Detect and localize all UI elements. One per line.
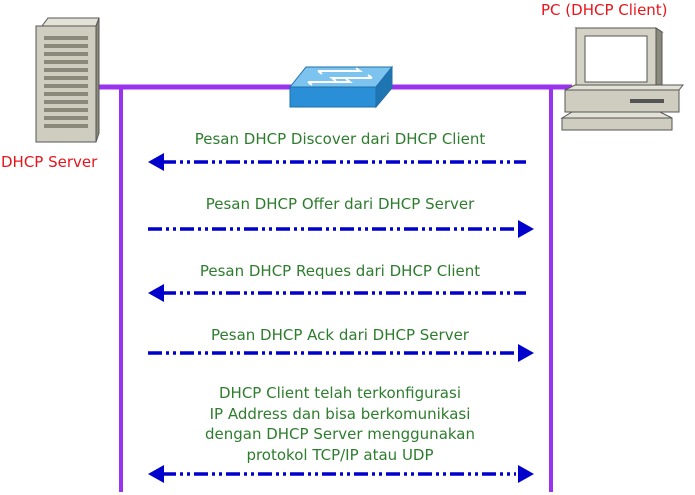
- discover-arrowhead-left: [148, 153, 164, 171]
- final-arrowhead-left: [148, 465, 164, 483]
- message-label-offer: Pesan DHCP Offer dari DHCP Server: [205, 195, 475, 213]
- server-label: DHCP Server: [1, 153, 98, 171]
- offer-arrowhead-right: [518, 220, 534, 238]
- final-note: DHCP Client telah terkonfigurasi IP Addr…: [130, 383, 550, 465]
- final-note-line: DHCP Client telah terkonfigurasi: [219, 384, 461, 402]
- pc-icon: [560, 27, 685, 131]
- server-icon: [35, 17, 100, 143]
- ack-arrowhead-right: [518, 344, 534, 362]
- message-label-request: Pesan DHCP Reques dari DHCP Client: [199, 262, 481, 280]
- final-note-line: IP Address dan bisa berkomunikasi: [209, 404, 471, 423]
- switch-icon: [288, 65, 394, 109]
- final-arrowhead-right: [518, 465, 534, 483]
- final-note-line: protokol TCP/IP atau UDP: [246, 445, 434, 464]
- client-label: PC (DHCP Client): [541, 1, 668, 19]
- message-label-ack: Pesan DHCP Ack dari DHCP Server: [211, 326, 469, 344]
- request-arrowhead-left: [148, 284, 164, 302]
- message-arrows: [148, 153, 534, 483]
- message-label-discover: Pesan DHCP Discover dari DHCP Client: [194, 130, 486, 148]
- final-note-line: dengan DHCP Server menggunakan: [204, 425, 476, 443]
